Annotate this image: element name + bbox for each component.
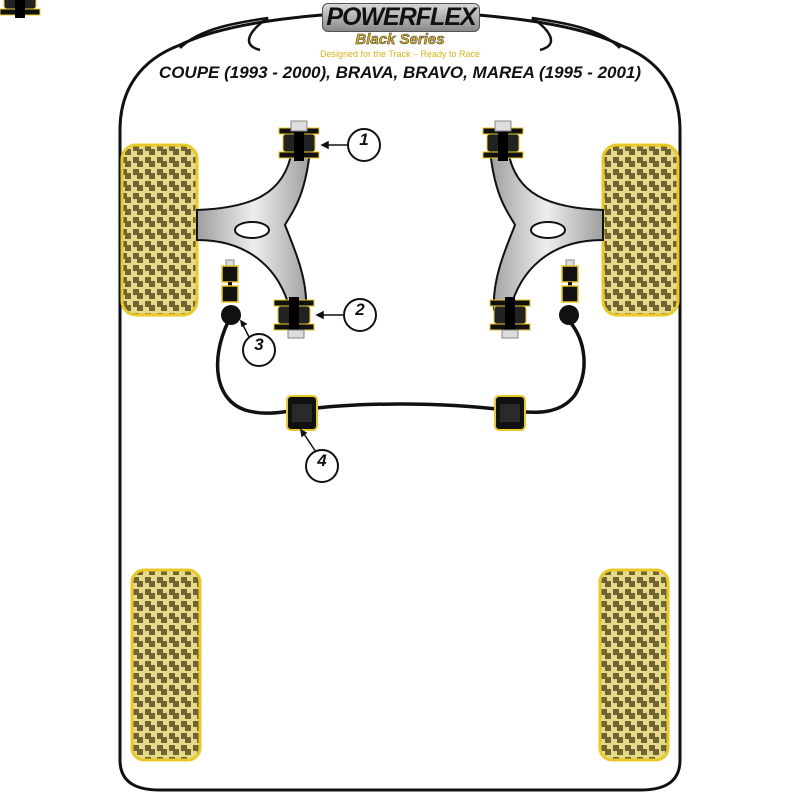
tyre-rear-left bbox=[130, 568, 202, 762]
right-wishbone bbox=[488, 149, 604, 311]
anti-roll-bar bbox=[215, 320, 586, 415]
callout-2: 2 bbox=[343, 298, 377, 332]
bush-4-left bbox=[286, 395, 318, 431]
logo-series: Black Series bbox=[355, 31, 445, 49]
logo-tagline: Designed for the Track – Ready to Race bbox=[319, 49, 481, 59]
callout-1: 1 bbox=[347, 128, 381, 162]
right-mirror-outline bbox=[531, 16, 621, 52]
bush-2-right bbox=[489, 296, 531, 334]
tyre-rear-right bbox=[598, 568, 670, 762]
powerflex-logo: POWERFLEX bbox=[322, 3, 480, 32]
car-body-outline bbox=[118, 10, 682, 792]
bush-4-right bbox=[494, 395, 526, 431]
left-mirror-outline bbox=[179, 16, 269, 52]
bush-2-left bbox=[273, 296, 315, 334]
tyre-front-left bbox=[120, 143, 199, 317]
page-title: COUPE (1993 - 2000), BRAVA, BRAVO, MAREA… bbox=[158, 63, 642, 82]
callout-3: 3 bbox=[242, 333, 276, 367]
bush-set bbox=[0, 0, 41, 18]
logo-brand: POWERFLEX bbox=[326, 3, 476, 31]
tyre-front-right bbox=[601, 143, 680, 317]
left-wishbone bbox=[196, 149, 312, 311]
callout-4: 4 bbox=[305, 449, 339, 483]
drop-link-left bbox=[221, 259, 241, 325]
drop-link-right bbox=[559, 259, 579, 325]
